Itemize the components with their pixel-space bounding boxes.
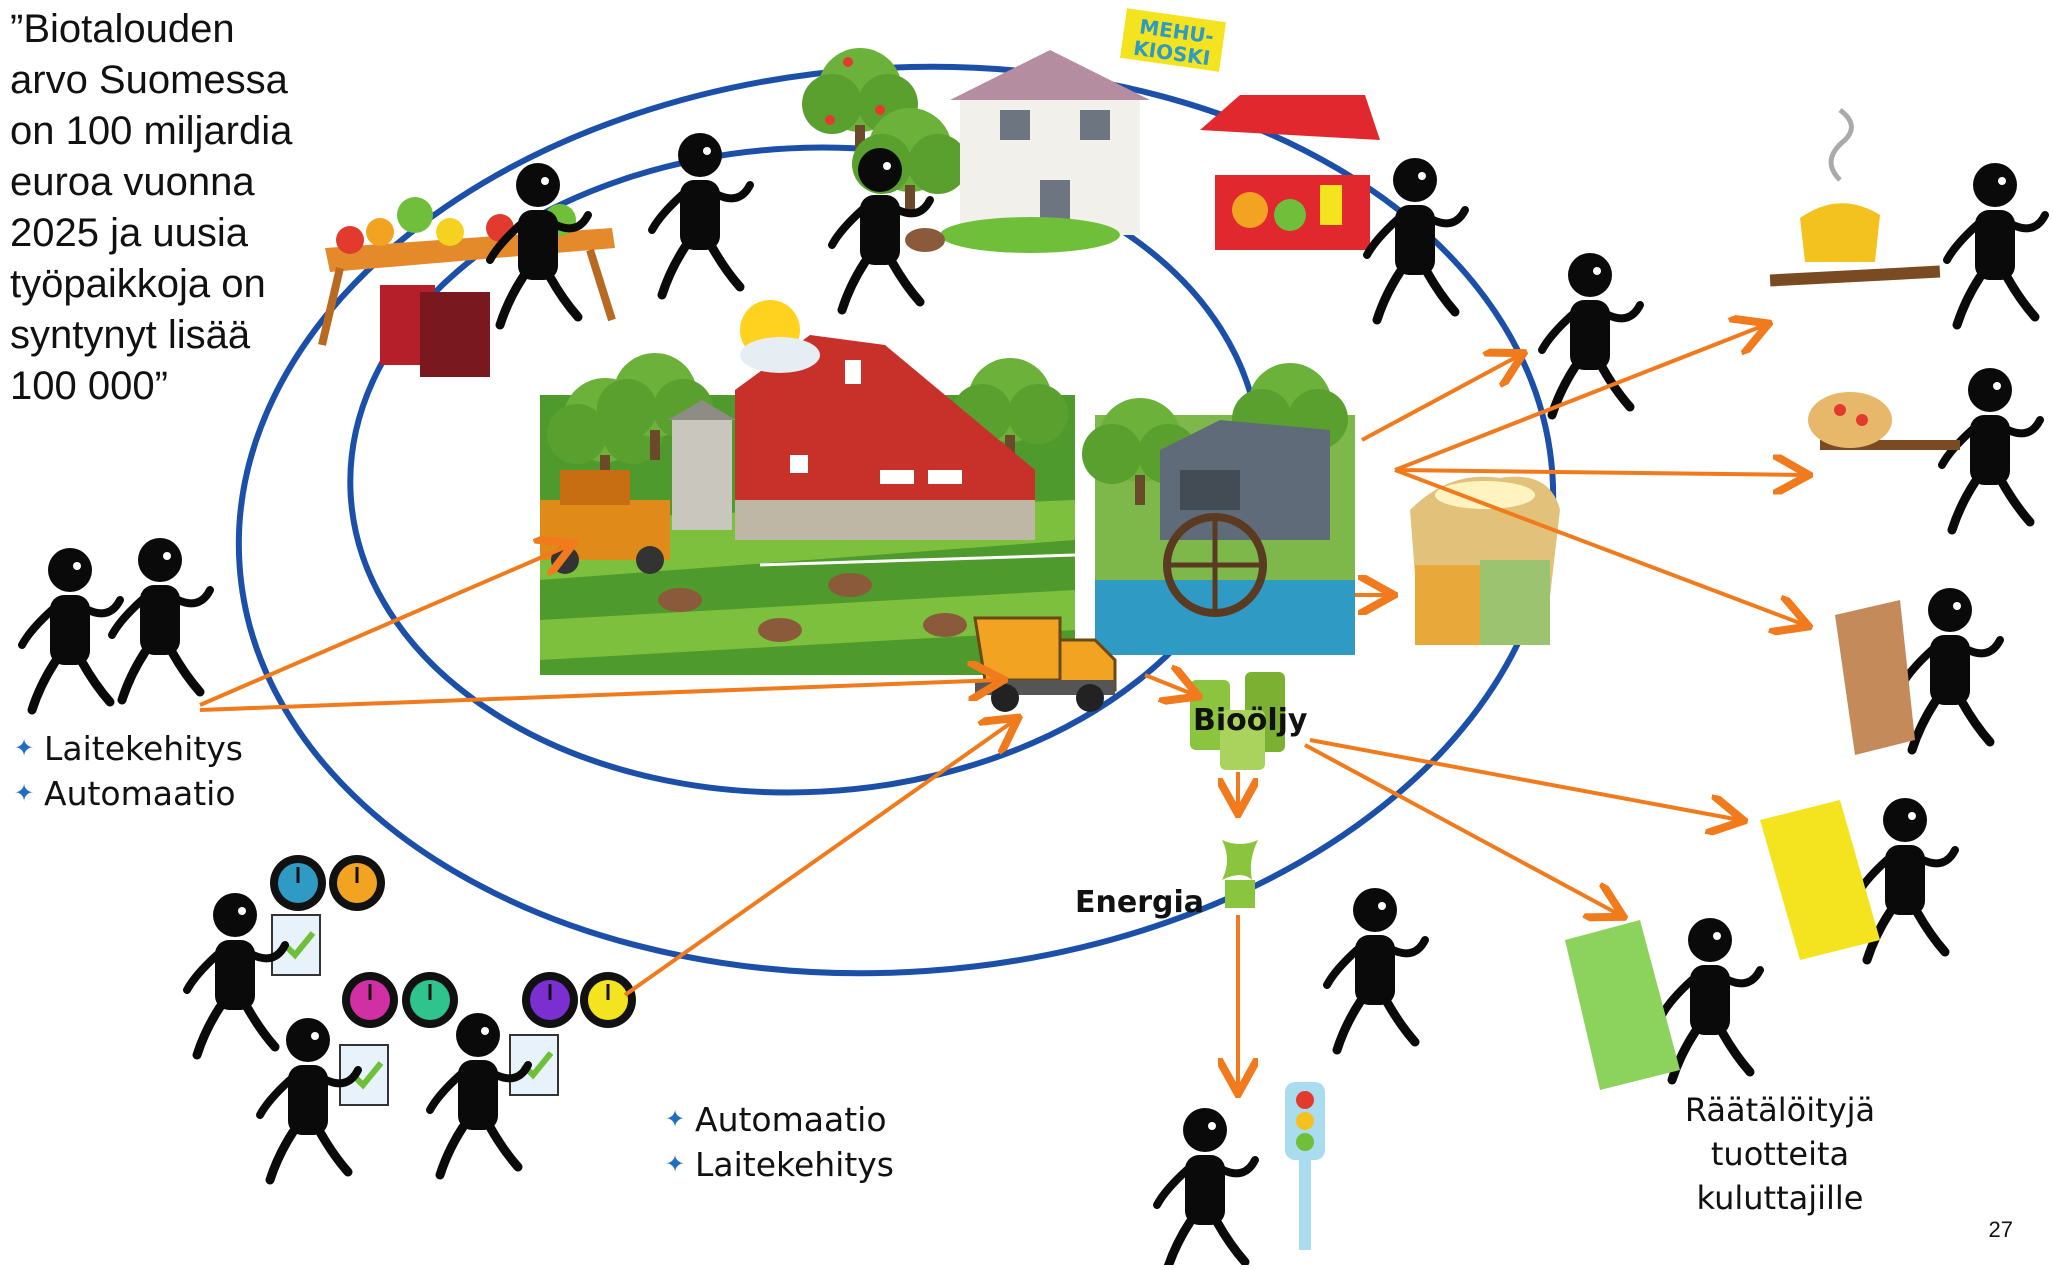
- figure-gauges-1: [187, 893, 285, 1055]
- bullet-item: ✦ Laitekehitys: [665, 1142, 894, 1187]
- bioeconomy-quote: ”Biotalouden arvo Suomessa on 100 miljar…: [10, 4, 350, 412]
- arrow-automation-to-truck: [623, 720, 1015, 997]
- caption-line: Räätälöityjä: [1684, 1091, 1876, 1129]
- bullet-text: Automaatio: [44, 774, 236, 813]
- bullet-item: ✦ Laitekehitys: [14, 726, 243, 771]
- star-bullet-icon: ✦: [665, 1105, 686, 1133]
- page-number: 27: [1988, 1217, 2013, 1242]
- bullet-text: Laitekehitys: [695, 1145, 894, 1184]
- gauges-cluster: [268, 853, 638, 1106]
- house-kiosk-illustration: MEHU- KIOSKI: [802, 8, 1380, 253]
- star-bullet-icon: ✦: [665, 1150, 686, 1178]
- quote-line: 2025 ja uusia: [10, 211, 248, 255]
- figure-market-buyer: [652, 133, 750, 295]
- arrow-mill-to-laptop: [1361, 355, 1520, 442]
- arrow-devdev-to-truck: [199, 680, 1000, 712]
- quote-line: euroa vuonna: [10, 160, 255, 204]
- bullet-text: Automaatio: [695, 1100, 887, 1139]
- left-bullet-list: ✦ Laitekehitys ✦ Automaatio: [14, 726, 243, 816]
- arrow-biooil-to-product-2: [1309, 738, 1740, 820]
- flow-arrows: [199, 325, 1805, 1090]
- caption-line: kuluttajille: [1696, 1179, 1864, 1217]
- quote-line: on 100 miljardia: [10, 109, 293, 153]
- energy-label: Energia: [1075, 885, 1204, 920]
- figure-product-3: [1662, 918, 1760, 1080]
- traffic-light-icon: [1285, 1082, 1325, 1250]
- bullet-item: ✦ Automaatio: [665, 1097, 894, 1142]
- biooil-barrels-illustration: [1190, 672, 1285, 770]
- arrow-mill-to-product-1: [1394, 468, 1805, 625]
- energy-bulb-icon: [1222, 840, 1258, 908]
- arrow-mill-to-cake: [1394, 470, 1805, 475]
- quote-line: syntynyt lisää: [10, 313, 251, 357]
- figure-kiosk: [1367, 158, 1465, 320]
- bottom-bullet-list: ✦ Automaatio ✦ Laitekehitys: [665, 1097, 894, 1187]
- figure-phone: [22, 548, 120, 710]
- figure-product-1: [1902, 588, 2000, 750]
- caption-line: tuotteita: [1710, 1135, 1850, 1173]
- figure-bread: [1947, 163, 2045, 325]
- star-bullet-icon: ✦: [14, 734, 35, 762]
- truck-illustration: [973, 616, 1117, 712]
- figure-traffic: [1157, 1108, 1255, 1265]
- quote-line: työpaikkoja on: [10, 262, 266, 306]
- bullet-text: Laitekehitys: [44, 729, 243, 768]
- arrow-mill-to-bread: [1394, 325, 1765, 472]
- watermill-illustration: [1082, 363, 1355, 655]
- arrow-biooil-to-product-3: [1304, 743, 1620, 915]
- figure-wrench: [112, 538, 210, 700]
- quote-line: 100 000”: [10, 364, 168, 408]
- figure-laptop-top: [1542, 253, 1640, 415]
- market-stall-illustration: [318, 197, 616, 377]
- quote-line: arvo Suomessa: [10, 58, 288, 102]
- right-products: [1565, 108, 1960, 1090]
- figure-laptop-energy: [1327, 888, 1425, 1050]
- star-bullet-icon: ✦: [14, 779, 35, 807]
- products-caption: Räätälöityjä tuotteita kuluttajille: [1650, 1088, 1910, 1220]
- arrow-devdev-to-farm: [199, 545, 570, 707]
- quote-line: ”Biotalouden: [10, 7, 235, 51]
- bullet-item: ✦ Automaatio: [14, 771, 243, 816]
- biooil-label: Bioöljy: [1193, 703, 1308, 738]
- arrow-truck-to-biooil: [1144, 675, 1195, 695]
